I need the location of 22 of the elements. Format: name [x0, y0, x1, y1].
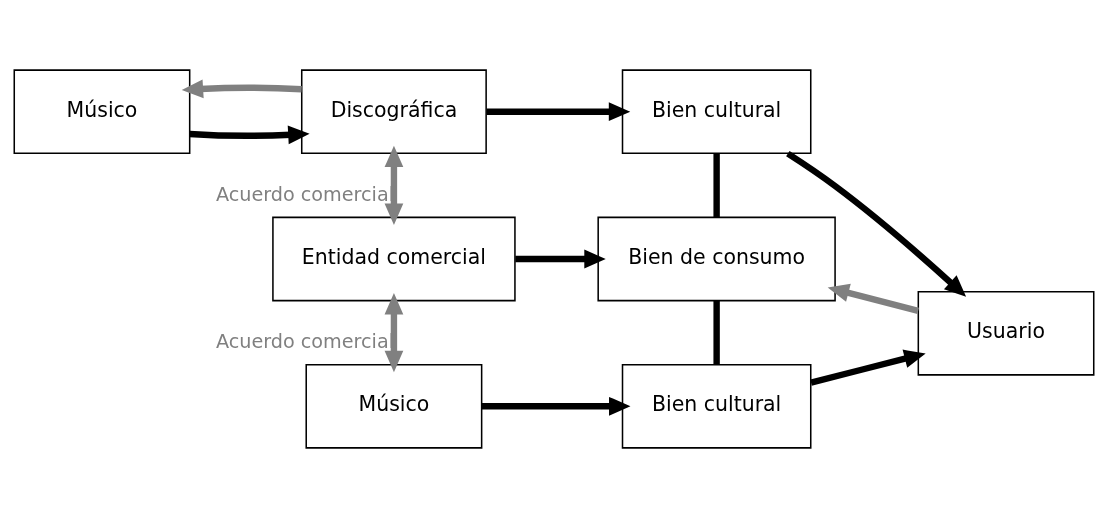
node-box: Músico — [13, 68, 191, 154]
connector — [713, 153, 720, 217]
arrow — [827, 283, 919, 314]
arrow — [786, 150, 967, 297]
node-box: Bien cultural — [621, 363, 812, 449]
node-box: Músico — [305, 363, 483, 449]
edge-label: Acuerdo comercial — [215, 182, 394, 206]
node-box: Bien cultural — [621, 68, 812, 154]
arrow — [515, 249, 606, 268]
arrow — [810, 349, 926, 386]
arrow — [384, 145, 404, 225]
edge-label: Acuerdo comercial — [215, 329, 394, 353]
arrow — [181, 78, 302, 98]
arrow — [189, 125, 310, 144]
node-box: Entidad comercial — [272, 216, 516, 301]
connector — [713, 300, 720, 364]
arrow — [481, 396, 631, 416]
node-box: Bien de consumo — [597, 216, 836, 301]
arrow — [486, 101, 631, 121]
node-box: Discográfica — [300, 68, 487, 154]
node-box: Usuario — [917, 290, 1095, 376]
arrow — [384, 292, 404, 372]
